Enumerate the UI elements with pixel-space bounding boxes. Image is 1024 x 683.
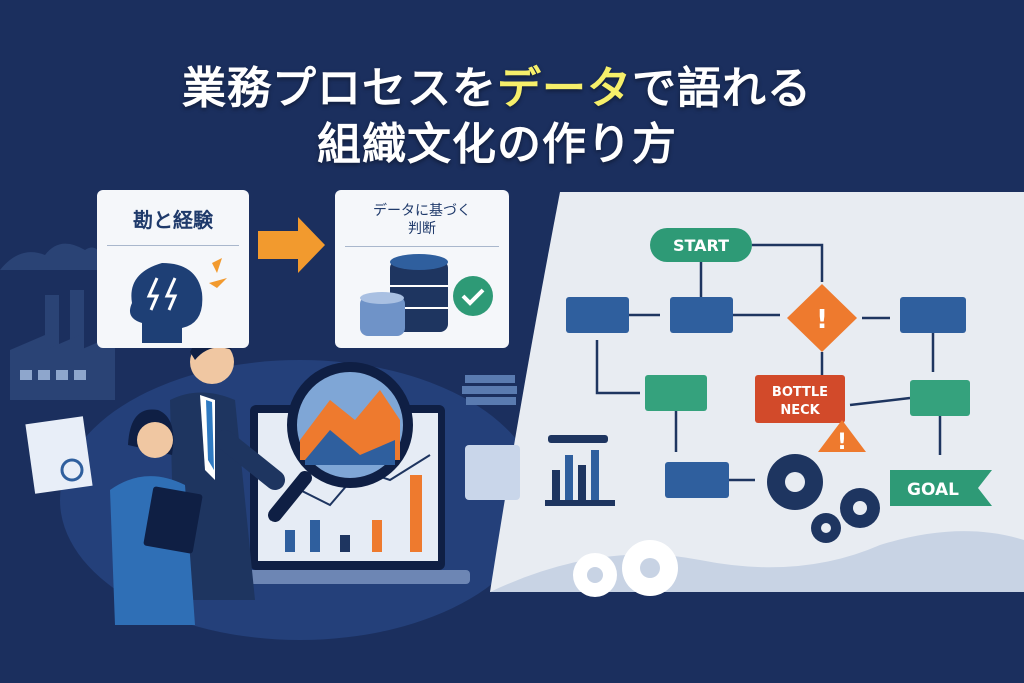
bottleneck-box [755,375,845,423]
intuition-card: 勘と経験 [97,190,249,348]
stacked-books [462,375,517,405]
divider [107,245,239,246]
process-box [665,462,729,498]
title-text: で語れる [632,63,812,114]
process-box [645,375,707,411]
factory-silhouette [0,243,115,400]
data-driven-label-line2: 判断 [408,221,436,237]
decision-warning-diamond [787,284,857,352]
warning-mark: ! [837,430,847,455]
head-lightning-icon [129,258,227,343]
process-box [910,380,970,416]
page-title-line2: 組織文化の作り方 [317,119,677,170]
bar-chart-icon [545,435,615,506]
start-node [650,228,752,262]
gear-icon [573,540,678,597]
process-box [670,297,733,333]
document-icon [25,416,93,494]
data-driven-label: データに基づく 判断 [335,190,509,246]
magnifier-icon [268,362,413,522]
intuition-label: 勘と経験 [133,208,213,232]
goal-flag [890,470,992,506]
process-box [566,297,629,333]
divider [345,246,499,247]
title-text: 業務プロセスを [182,63,497,114]
gear-icon [767,454,880,543]
page-title-line1: 業務プロセスをデータで語れる [0,52,1009,116]
goal-label: GOAL [907,480,959,500]
start-label: START [673,236,729,255]
bottleneck-label: BOTTLE [772,385,828,400]
data-driven-label-line1: データに基づく [373,203,471,219]
process-box [900,297,966,333]
flow-arrows [595,243,942,482]
title-highlight: データ [497,63,632,114]
database-check-icon [360,254,493,336]
bottleneck-label: NECK [780,403,820,418]
data-driven-card: データに基づく 判断 [335,190,509,348]
warning-icon [818,420,866,452]
exclamation-icon: ! [816,305,828,335]
businesswoman [110,409,203,625]
dashboard-icon [465,445,520,500]
